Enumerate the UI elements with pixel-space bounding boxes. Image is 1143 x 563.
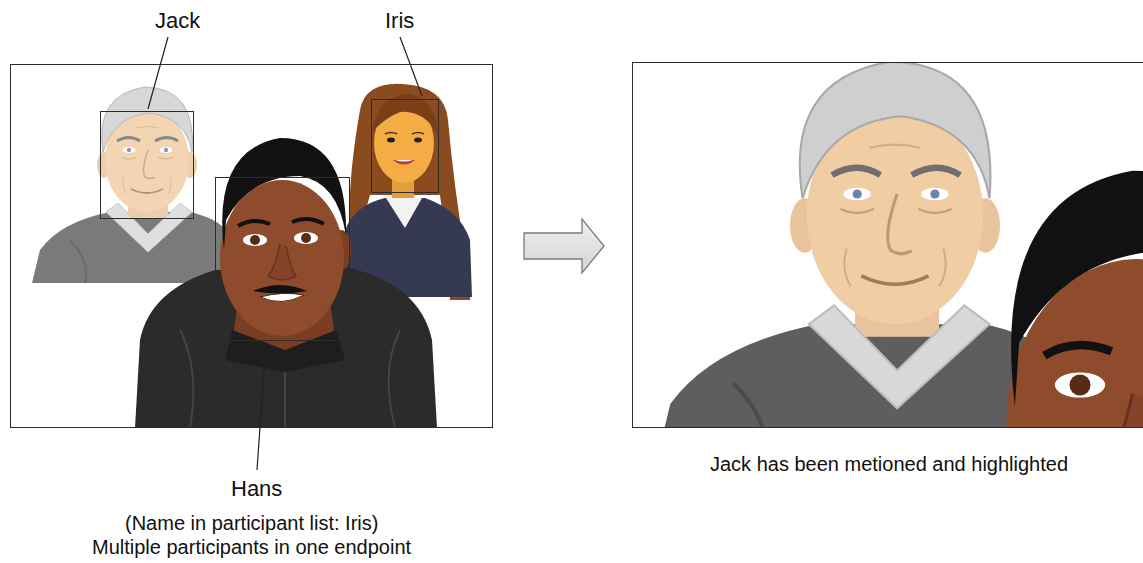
right-illustration xyxy=(654,62,1143,428)
right-illustration-part xyxy=(828,171,1143,428)
text-holder: Jack has been metioned and highlighted xyxy=(710,453,1068,476)
left-illustration xyxy=(32,84,472,428)
left-illustration-part xyxy=(135,138,437,428)
leader-lines xyxy=(148,37,422,470)
face-box: Jack xyxy=(100,111,194,219)
left-illustration-part xyxy=(32,87,232,283)
leader-lines-part xyxy=(148,37,168,109)
text-holder: Iris xyxy=(385,8,414,33)
iris-figure xyxy=(345,84,472,300)
iris-figure-part xyxy=(386,198,422,228)
face-box: Iris xyxy=(371,99,439,193)
iris-figure-part xyxy=(393,160,415,165)
person-label: Hans xyxy=(231,476,282,501)
leader-lines-part xyxy=(400,37,422,96)
iris-figure-part xyxy=(395,160,413,162)
iris-figure-part xyxy=(385,133,424,135)
text-holder: Multiple participants in one endpoint xyxy=(92,536,411,559)
text-holder: (Name in participant list: Iris) xyxy=(125,512,378,535)
leader-lines-part xyxy=(257,342,266,470)
caption: (Name in participant list: Iris) xyxy=(125,512,378,535)
caption: Jack has been metioned and highlighted xyxy=(710,453,1068,476)
right-illustration-part xyxy=(654,62,1074,428)
person-label: Iris xyxy=(385,8,414,33)
block-arrow xyxy=(524,219,604,273)
text-holder: Hans xyxy=(231,476,282,501)
iris-figure-part xyxy=(372,94,438,136)
face-box: Hans xyxy=(215,177,350,341)
iris-figure-part xyxy=(414,138,422,143)
caption: Multiple participants in one endpoint xyxy=(92,536,411,559)
person-label: Jack xyxy=(155,8,200,33)
image-panel: Jack has been metioned and highlighted xyxy=(632,62,1143,428)
text-holder: Jack xyxy=(155,8,200,33)
image-panel: JackIrisHans(Name in participant list: I… xyxy=(10,64,493,428)
iris-figure-part xyxy=(387,138,395,143)
